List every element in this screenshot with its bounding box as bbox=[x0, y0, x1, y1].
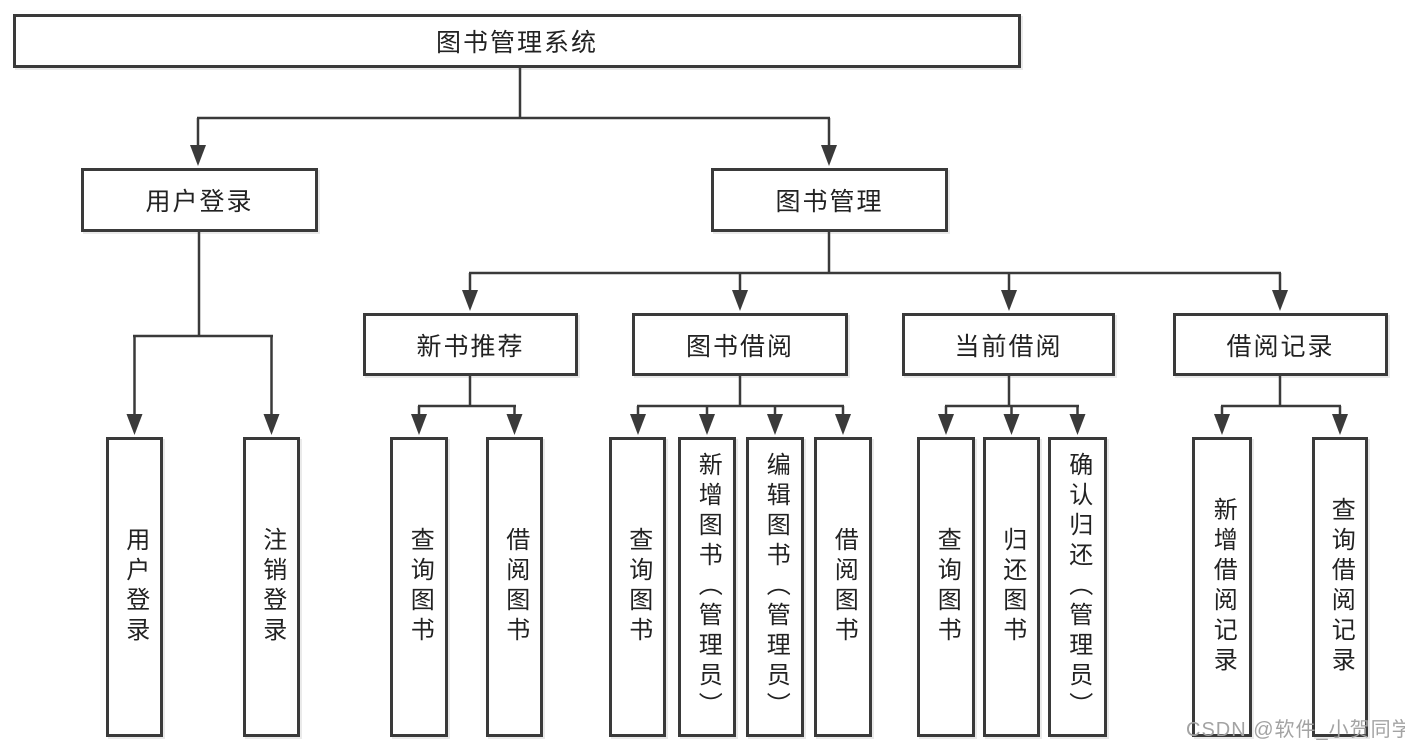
node-user-login-branch: 用户登录 bbox=[81, 168, 318, 232]
csdn-watermark: CSDN @软件_小贺同学 bbox=[1186, 719, 1405, 741]
leaf-add-borrow-record: 新增借阅记录 bbox=[1192, 437, 1252, 737]
node-borrow-records-label: 借阅记录 bbox=[1226, 332, 1335, 361]
node-book-management-branch-label: 图书管理 bbox=[775, 188, 884, 216]
node-root-label: 图书管理系统 bbox=[435, 29, 598, 57]
leaf-return-books: 归还图书 bbox=[983, 437, 1040, 737]
node-user-login-branch-label: 用户登录 bbox=[145, 188, 254, 216]
leaf-add-books-admin: 新增图书（管理员） bbox=[678, 437, 736, 737]
node-current-borrow-label: 当前借阅 bbox=[954, 332, 1063, 361]
connector-new-book-branch bbox=[411, 376, 523, 435]
leaf-add-books-admin-label: 新增图书（管理员） bbox=[694, 452, 722, 722]
node-root: 图书管理系统 bbox=[13, 14, 1021, 68]
connector-book-borrow-branch bbox=[630, 376, 851, 435]
leaf-query-borrow-record-label: 查询借阅记录 bbox=[1327, 497, 1355, 677]
leaf-logout: 注销登录 bbox=[243, 437, 300, 737]
leaf-confirm-return-admin-label: 确认归还（管理员） bbox=[1064, 452, 1092, 722]
leaf-logout-label: 注销登录 bbox=[258, 527, 286, 647]
leaf-borrow-books-recommend-label: 借阅图书 bbox=[501, 527, 529, 647]
node-book-borrow: 图书借阅 bbox=[632, 313, 848, 376]
leaf-edit-books-admin-label: 编辑图书（管理员） bbox=[762, 452, 790, 722]
node-new-book-recommend: 新书推荐 bbox=[363, 313, 578, 376]
leaf-query-books-recommend-label: 查询图书 bbox=[406, 527, 434, 647]
leaf-return-books-label: 归还图书 bbox=[998, 527, 1026, 647]
leaf-user-login: 用户登录 bbox=[106, 437, 163, 737]
node-new-book-recommend-label: 新书推荐 bbox=[416, 332, 525, 361]
connector-book-management-branch bbox=[462, 232, 1288, 311]
node-book-borrow-label: 图书借阅 bbox=[685, 332, 794, 361]
leaf-edit-books-admin: 编辑图书（管理员） bbox=[746, 437, 804, 737]
connector-current-borrow-branch bbox=[938, 376, 1086, 435]
node-borrow-records: 借阅记录 bbox=[1173, 313, 1388, 376]
leaf-borrow-books-recommend: 借阅图书 bbox=[486, 437, 543, 737]
node-book-management-branch: 图书管理 bbox=[711, 168, 948, 232]
leaf-query-books-borrow: 查询图书 bbox=[609, 437, 666, 737]
leaf-query-books-current-label: 查询图书 bbox=[933, 527, 961, 647]
leaf-query-books-recommend: 查询图书 bbox=[390, 437, 448, 737]
leaf-query-books-borrow-label: 查询图书 bbox=[624, 527, 652, 647]
node-current-borrow: 当前借阅 bbox=[902, 313, 1115, 376]
leaf-borrow-books: 借阅图书 bbox=[814, 437, 872, 737]
leaf-confirm-return-admin: 确认归还（管理员） bbox=[1048, 437, 1107, 737]
connector-user-login-branch bbox=[126, 232, 280, 435]
connector-root-to-level2 bbox=[190, 68, 837, 166]
leaf-query-books-current: 查询图书 bbox=[917, 437, 975, 737]
leaf-add-borrow-record-label: 新增借阅记录 bbox=[1209, 497, 1237, 677]
leaf-borrow-books-label: 借阅图书 bbox=[830, 527, 858, 647]
leaf-query-borrow-record: 查询借阅记录 bbox=[1312, 437, 1368, 737]
leaf-user-login-label: 用户登录 bbox=[121, 527, 149, 647]
connector-borrow-records-branch bbox=[1214, 376, 1348, 435]
